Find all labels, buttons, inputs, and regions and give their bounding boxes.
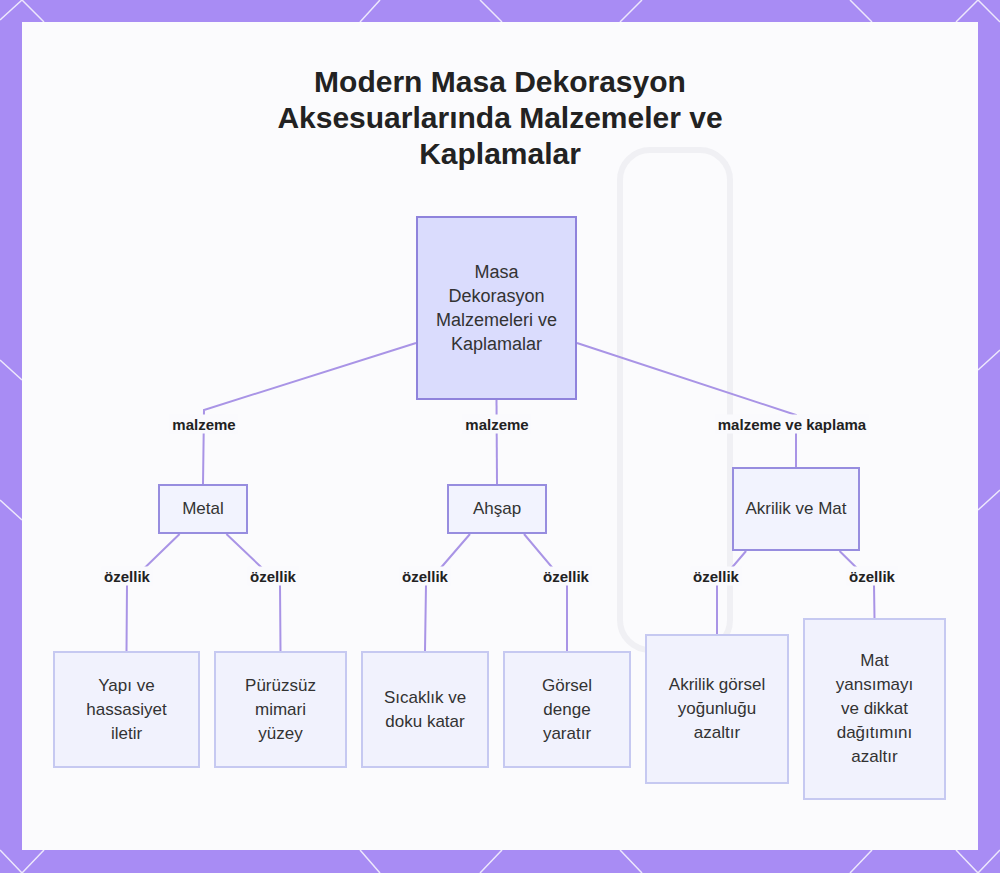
- property-box: Mat yansımayı ve dikkat dağıtımını azalt…: [803, 618, 946, 800]
- node-text: Mat yansımayı ve dikkat dağıtımını azalt…: [825, 649, 924, 769]
- node-text: Akrilik ve Mat: [745, 497, 846, 521]
- edge-label: özellik: [101, 567, 153, 586]
- edge-label: malzeme: [169, 415, 238, 434]
- connector-line: [226, 534, 280, 651]
- connector-line: [203, 343, 416, 484]
- property-box: Görsel denge yaratır: [503, 651, 631, 768]
- material-box: Akrilik ve Mat: [732, 467, 860, 551]
- node-text: Ahşap: [473, 497, 521, 521]
- material-box: Ahşap: [447, 484, 547, 534]
- material-box: Metal: [158, 484, 248, 534]
- connector-line: [425, 534, 470, 651]
- edge-label: özellik: [399, 567, 451, 586]
- edge-label: özellik: [690, 567, 742, 586]
- node-text: Metal: [182, 497, 224, 521]
- root-box: Masa Dekorasyon Malzemeleri ve Kaplamala…: [416, 216, 577, 400]
- node-text: Yapı ve hassasiyet iletir: [75, 674, 178, 746]
- edge-label: malzeme: [462, 415, 531, 434]
- connector-line: [524, 534, 567, 651]
- property-box: Yapı ve hassasiyet iletir: [53, 651, 200, 768]
- node-text: Masa Dekorasyon Malzemeleri ve Kaplamala…: [432, 260, 561, 356]
- node-text: Pürüzsüz mimari yüzey: [236, 674, 325, 746]
- node-text: Akrilik görsel yoğunluğu azaltır: [667, 673, 767, 745]
- connector-line: [717, 551, 746, 634]
- edge-label: özellik: [846, 567, 898, 586]
- connector-line: [577, 343, 796, 467]
- connector-line: [127, 534, 180, 651]
- edge-label: özellik: [540, 567, 592, 586]
- diagram-title: Modern Masa Dekorasyon Aksesuarlarında M…: [240, 64, 760, 172]
- property-box: Akrilik görsel yoğunluğu azaltır: [645, 634, 789, 784]
- node-text: Sıcaklık ve doku katar: [383, 686, 467, 734]
- connector-line: [496, 400, 499, 484]
- node-text: Görsel denge yaratır: [525, 674, 609, 746]
- edge-label: özellik: [247, 567, 299, 586]
- property-box: Pürüzsüz mimari yüzey: [214, 651, 347, 768]
- card-fill: [22, 22, 978, 850]
- edge-label: malzeme ve kaplama: [715, 415, 869, 434]
- property-box: Sıcaklık ve doku katar: [361, 651, 489, 768]
